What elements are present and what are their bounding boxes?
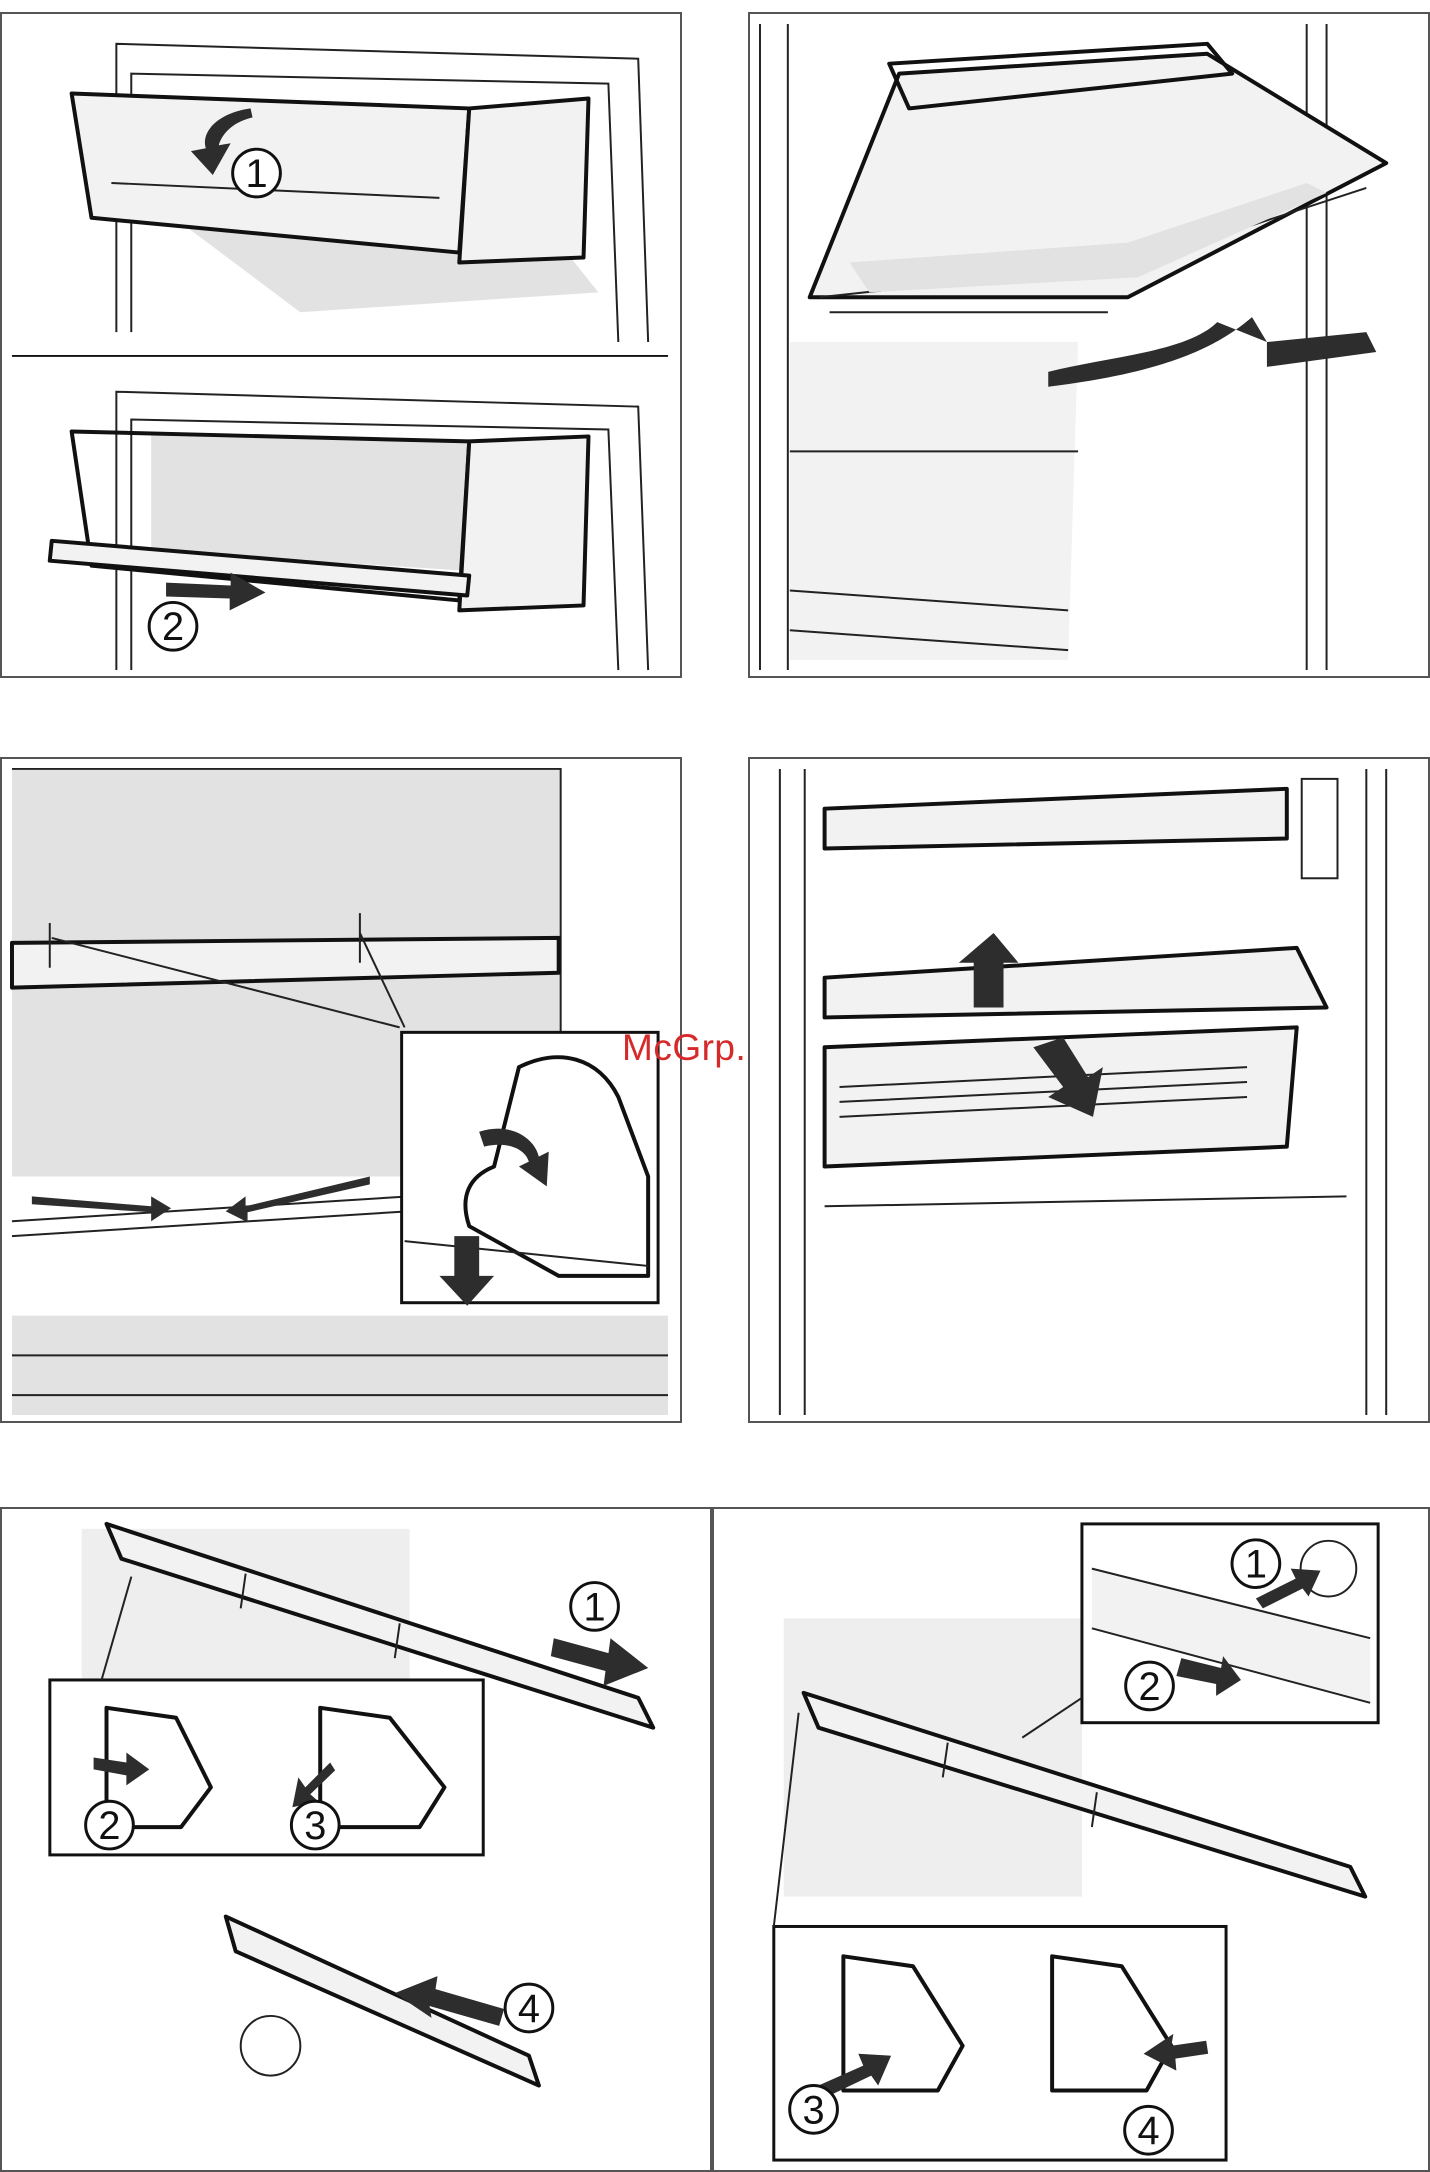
p5-step-number-2: 2 — [98, 1804, 120, 1848]
p6-step-number-1: 1 — [1245, 1543, 1267, 1587]
bar-removal-illustration: 1 2 3 4 — [2, 1509, 710, 2170]
shelf-support-illustration — [2, 759, 680, 1421]
step-number-1: 1 — [245, 152, 267, 196]
panel-drawer-lift — [748, 12, 1430, 678]
panel-bar-removal: 1 2 3 4 — [0, 1507, 712, 2172]
step-number-2: 2 — [162, 605, 184, 649]
panel-bar-install: 1 2 3 4 — [712, 1507, 1430, 2172]
cover-removal-illustration: 1 2 — [2, 14, 680, 676]
p5-step-number-3: 3 — [304, 1804, 326, 1848]
panel-shelf-drawer — [748, 757, 1430, 1423]
p5-step-number-1: 1 — [584, 1585, 606, 1629]
p6-step-number-3: 3 — [803, 2088, 825, 2132]
shelf-drawer-illustration — [750, 759, 1428, 1421]
p6-step-number-4: 4 — [1137, 2109, 1159, 2153]
p5-step-number-4: 4 — [518, 1987, 540, 2031]
panel-cover-removal: 1 2 — [0, 12, 682, 678]
p6-step-number-2: 2 — [1138, 1665, 1160, 1709]
drawer-lift-illustration — [750, 14, 1428, 676]
panel-shelf-support — [0, 757, 682, 1423]
bar-install-illustration: 1 2 3 4 — [714, 1509, 1428, 2170]
